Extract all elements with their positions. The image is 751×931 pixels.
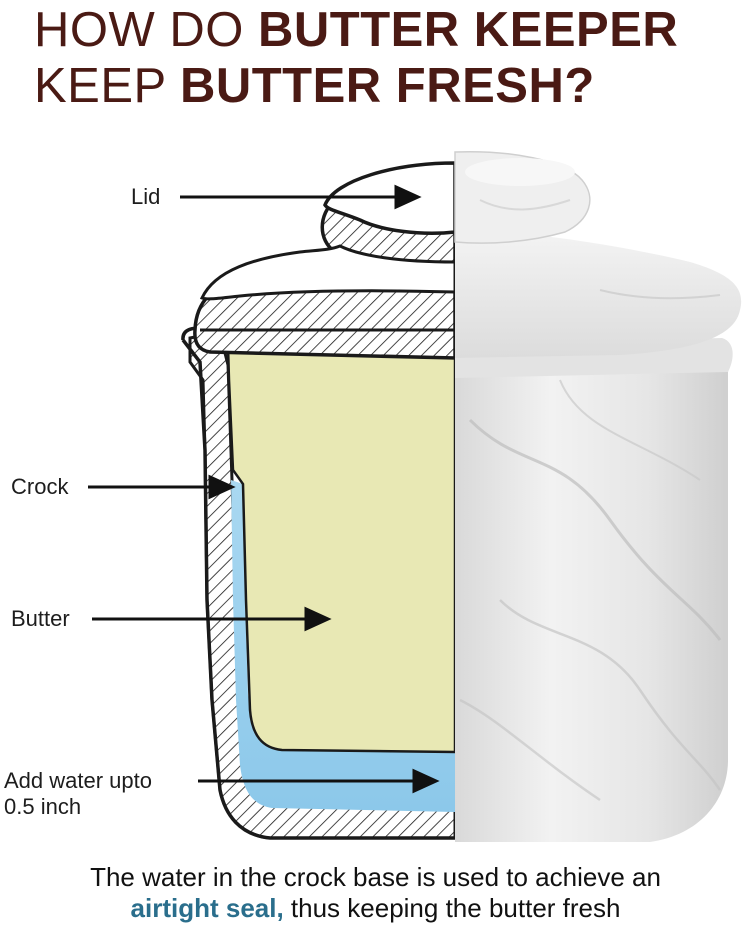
cross-section <box>181 161 457 840</box>
title-line-1: HOW DO BUTTER KEEPER <box>34 2 744 58</box>
title-line-2-light: KEEP <box>34 59 180 113</box>
marble-lid <box>455 228 742 358</box>
caption-line-1: The water in the crock base is used to a… <box>90 862 661 892</box>
caption-rest: thus keeping the butter fresh <box>283 893 621 923</box>
lid-dome-top <box>199 244 457 301</box>
caption: The water in the crock base is used to a… <box>0 862 751 924</box>
marble-product <box>454 150 742 842</box>
arrows <box>88 184 440 794</box>
caption-line-2: airtight seal, thus keeping the butter f… <box>0 893 751 924</box>
water-label-line-2: 0.5 inch <box>4 794 82 819</box>
butter-label: Butter <box>11 606 70 631</box>
lid-label: Lid <box>131 184 161 209</box>
title-line-2-end: ? <box>564 59 595 113</box>
page-title: HOW DO BUTTER KEEPER KEEP BUTTER FRESH? <box>34 2 744 114</box>
title-line-2: KEEP BUTTER FRESH? <box>34 58 744 114</box>
title-line-1-bold: BUTTER KEEPER <box>257 3 679 57</box>
marble-body <box>455 340 730 842</box>
butter-keeper-illustration <box>88 150 742 842</box>
title-line-1-light: HOW DO <box>34 3 258 57</box>
water-label-line-1: Add water upto <box>4 768 152 793</box>
caption-accent: airtight seal, <box>130 893 284 923</box>
butter-block <box>226 343 457 754</box>
title-line-2-bold: BUTTER FRESH <box>179 59 565 113</box>
crock-label: Crock <box>11 474 69 499</box>
butter-keeper-diagram: Lid Crock Butter Add water upto 0.5 inch <box>0 140 751 860</box>
